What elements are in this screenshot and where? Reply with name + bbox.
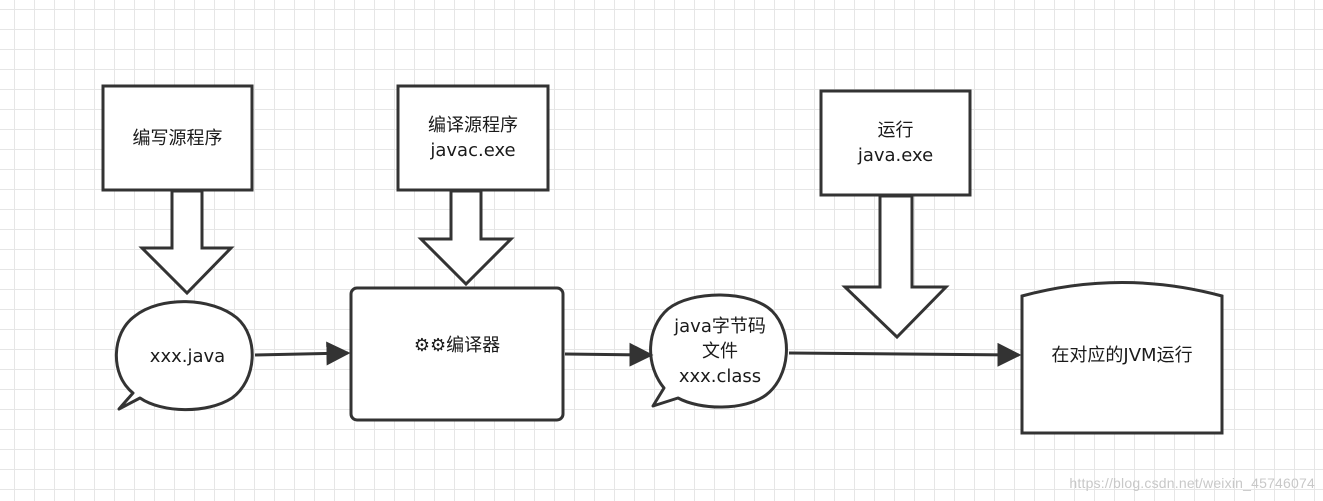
bytecode-file-label: java字节码 文件 xxx.class [650, 296, 790, 406]
write-source-text: 编写源程序 [132, 127, 223, 149]
watermark: https://blog.csdn.net/weixin_45746074 [1069, 475, 1315, 491]
source-file-text: xxx.java [149, 345, 226, 367]
java-exe-text: java.exe [857, 145, 934, 166]
javac-exe-text: javac.exe [430, 140, 516, 161]
down-arrow-run-to-jvm [841, 194, 950, 340]
compile-source-box [396, 84, 550, 192]
compiler-text: ⚙⚙编译器 [413, 334, 501, 356]
compile-source-text: 编译源程序 [428, 115, 518, 136]
compiler-label: ⚙⚙编译器 [351, 320, 563, 370]
source-file-bubble [114, 300, 254, 412]
bytecode-file-bubble [649, 293, 788, 409]
down-arrow-write-to-java [138, 189, 235, 296]
bytecode-line3: xxx.class [678, 365, 762, 387]
arrow-compiler-to-bytecode [564, 342, 654, 367]
bytecode-line1: java字节码 [674, 315, 766, 337]
write-source-box [101, 84, 254, 192]
compile-source-label: 编译源程序 javac.exe [398, 86, 548, 190]
jvm-text: 在对应的JVM运行 [1051, 344, 1193, 366]
jvm-label: 在对应的JVM运行 [1022, 300, 1222, 410]
bytecode-line2: 文件 [702, 340, 738, 362]
run-label: 运行 java.exe [821, 91, 970, 195]
down-arrow-javac-to-compiler [417, 189, 515, 287]
write-source-label: 编写源程序 [103, 86, 252, 190]
compiler-box [349, 286, 565, 422]
source-file-label: xxx.java [120, 310, 255, 402]
arrow-java-to-compiler [254, 341, 351, 366]
run-text: 运行 [877, 120, 914, 141]
jvm-box [1020, 281, 1224, 435]
arrow-bytecode-to-jvm [788, 342, 1022, 367]
